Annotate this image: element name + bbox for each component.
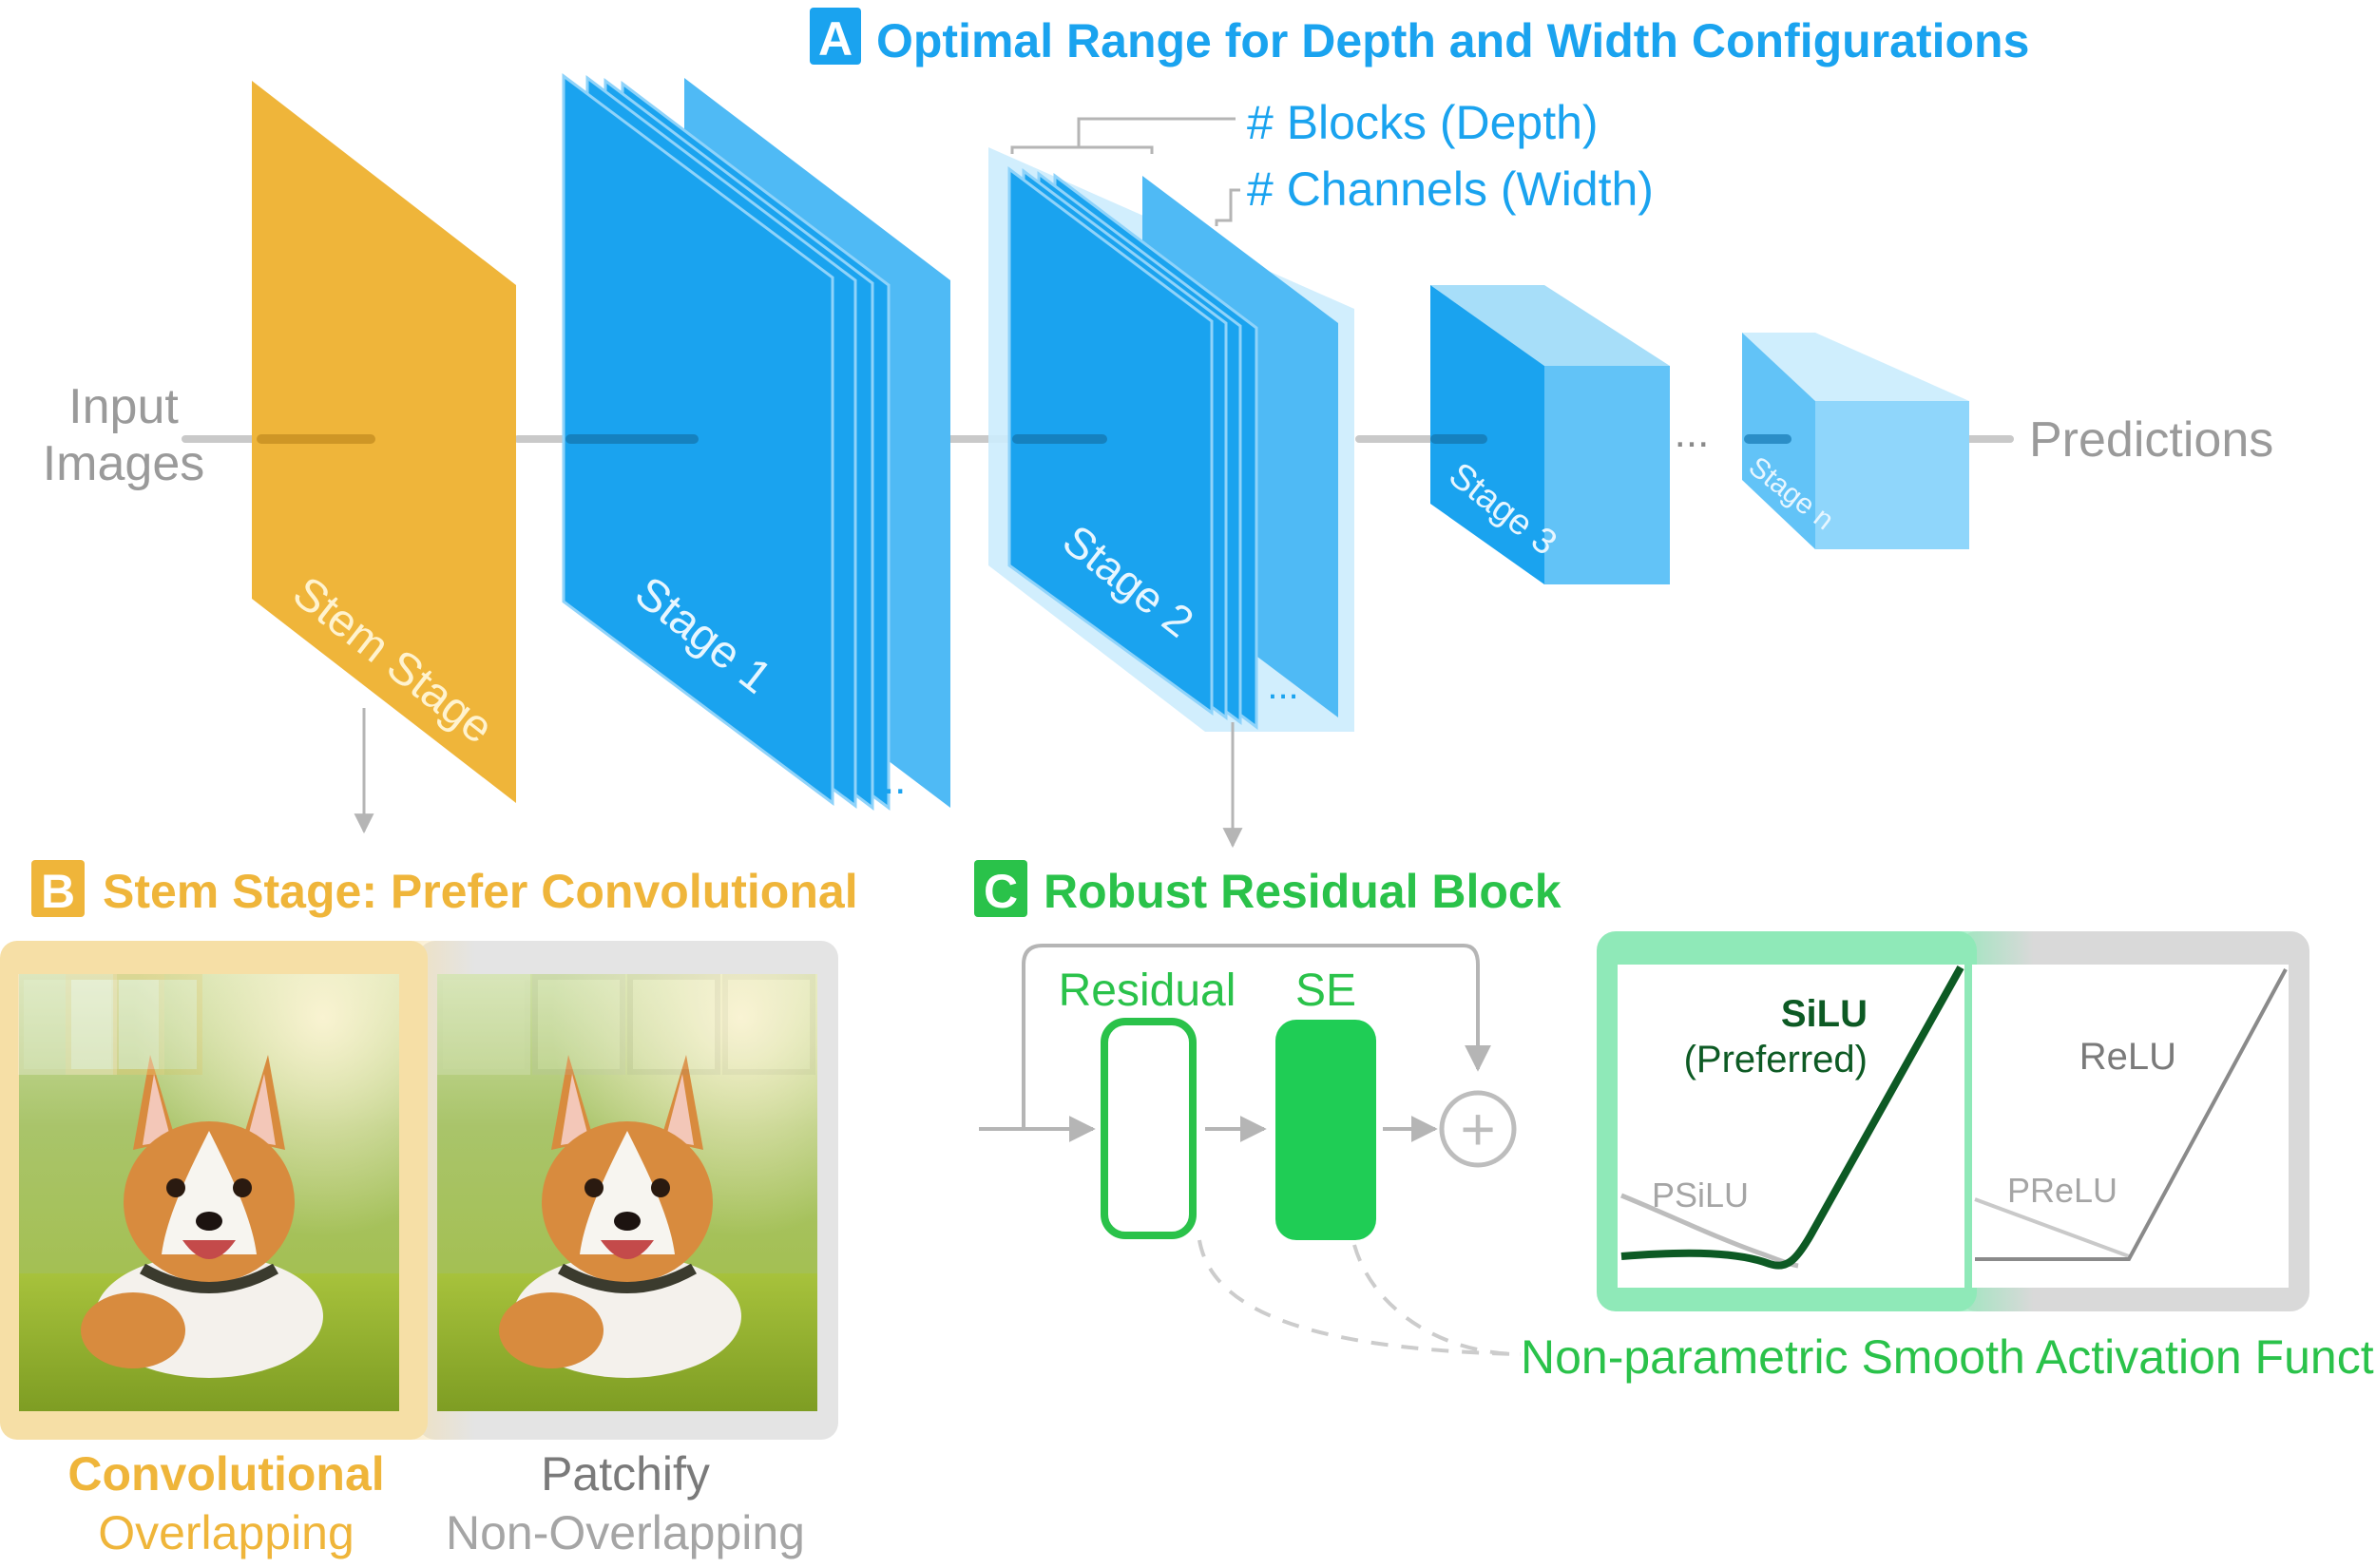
relu-chart [1972,965,2289,1288]
stage-2-stack: Stage 2 ... [988,147,1354,732]
activation-dashed-link-1 [1198,1239,1522,1356]
sum-symbol: + [1460,1095,1495,1163]
sum-node [1439,1090,1517,1168]
prelu-curve [1974,1197,2130,1258]
silu-chart [1618,965,1964,1288]
convolutional-dog-image [18,974,399,1411]
section-b-title: Stem Stage: Prefer Convolutional [103,865,858,918]
section-a-header: A Optimal Range for Depth and Width Conf… [810,8,2029,67]
stem-stage-panel: Stem Stage [252,81,516,803]
activation-caption: Non-parametric Smooth Activation Functio… [1521,1330,2376,1384]
stage-2-ellipsis: ... [1267,665,1298,707]
section-b-badge: B [41,865,75,918]
section-c-header: C Robust Residual Block [974,860,1562,918]
relu-curve [1975,968,2288,1261]
stage-1-stack: Stage 1 ... [562,73,950,812]
non-overlapping-label: Non-Overlapping [446,1506,805,1559]
section-a-title: Optimal Range for Depth and Width Config… [876,14,2029,67]
overlapping-label: Overlapping [98,1506,354,1559]
residual-box [1101,1018,1197,1239]
psilu-label: PSiLU [1652,1176,1749,1214]
input-label-line1: Input [68,379,179,434]
residual-label: Residual [1059,966,1236,1016]
stage-ellipsis: ... [1675,410,1710,456]
silu-label: SiLU [1781,993,1868,1035]
section-c-badge-box [974,860,1027,917]
section-c-badge: C [984,865,1018,918]
silu-curve [1620,966,1964,1270]
patchify-label: Patchify [541,1447,710,1501]
stage-n-cube: Stage n [1742,333,1969,549]
section-a-badge: A [818,12,853,66]
skip-connection-arrow [1022,944,1491,1129]
section-b-header: B Stem Stage: Prefer Convolutional [31,860,858,918]
prelu-label: PReLU [2007,1171,2117,1210]
section-c-title: Robust Residual Block [1044,865,1562,918]
stage-3-cube: Stage 3 [1430,285,1670,584]
stage-1-ellipsis: ... [872,756,907,803]
blocks-depth-label: # Blocks (Depth) [1247,96,1599,149]
activation-dashed-link-2 [1352,1244,1522,1356]
channels-width-label: # Channels (Width) [1247,163,1654,216]
se-box [1275,1020,1376,1240]
residual-block-diagram: Residual SE + [979,944,1522,1356]
section-b-badge-box [31,860,85,917]
depth-width-annotation: # Blocks (Depth) # Channels (Width) [1010,96,1654,226]
patchify-dog-image [437,974,817,1411]
convolutional-label: Convolutional [67,1447,384,1501]
silu-preferred-note: (Preferred) [1684,1039,1868,1080]
input-label-line2: Images [43,436,205,491]
section-a-badge-box [810,8,861,65]
predictions-label: Predictions [2029,412,2273,468]
se-label: SE [1295,966,1356,1016]
relu-label: ReLU [2079,1036,2176,1078]
activation-panels: SiLU (Preferred) PSiLU ReLU PReLU [1597,931,2309,1311]
